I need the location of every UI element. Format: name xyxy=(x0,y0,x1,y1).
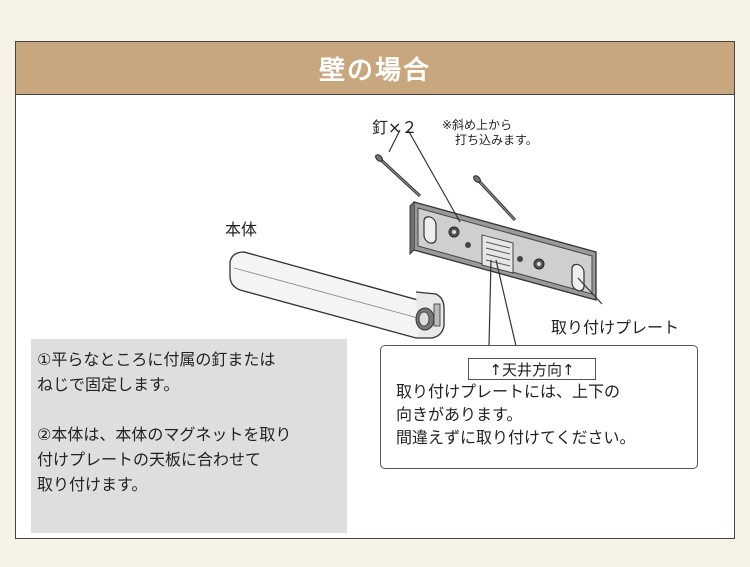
nail-note-line1: ※斜め上から xyxy=(442,118,513,132)
callout-line3: 間違えずに取り付けてください。 xyxy=(396,428,636,447)
instruction-panel: 壁の場合 xyxy=(15,41,735,539)
step1-line1: ①平らなところに付属の釘または xyxy=(37,350,276,369)
header-divider xyxy=(16,94,734,95)
callout-line2: 向きがあります。 xyxy=(396,405,523,424)
step2-line3: 取り付けます。 xyxy=(37,475,148,494)
step2-line1: ②本体は、本体のマグネットを取り xyxy=(37,425,292,444)
mounting-plate-drawing xyxy=(409,201,597,301)
body-label: 本体 xyxy=(225,220,258,239)
nail-note-line2: 打ち込みます。 xyxy=(455,133,538,147)
instructions-box: ①平らなところに付属の釘または ねじで固定します。 ②本体は、本体のマグネットを… xyxy=(31,339,347,533)
plate-label: 取り付けプレート xyxy=(551,318,680,337)
nail-drawing-left xyxy=(375,154,422,198)
section-title: 壁の場合 xyxy=(318,55,431,86)
leader-lines xyxy=(388,129,603,347)
nail-drawing-right xyxy=(473,175,517,222)
step1-line2: ねじで固定します。 xyxy=(37,375,180,394)
ceiling-direction-label: ↑天井方向↑ xyxy=(468,358,596,380)
section-header: 壁の場合 xyxy=(16,42,734,94)
main-body-drawing xyxy=(229,251,445,339)
step2-line2: 付けプレートの天板に合わせて xyxy=(37,450,262,469)
callout-line1: 取り付けプレートには、上下の xyxy=(396,382,621,401)
installation-illustration xyxy=(229,129,603,347)
nails-label: 釘×２ xyxy=(372,118,418,137)
